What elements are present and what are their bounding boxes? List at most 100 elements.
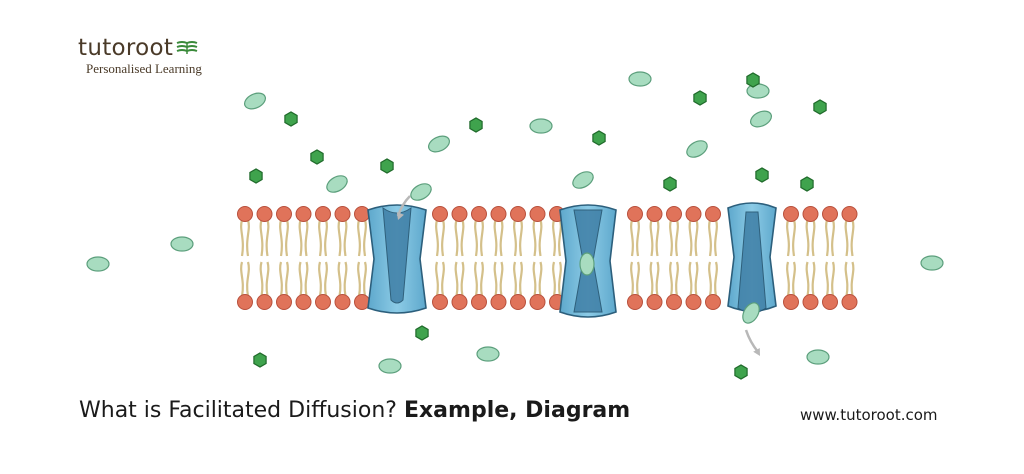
phospholipid-tail <box>474 261 478 297</box>
phospholipid-head <box>705 206 721 222</box>
phospholipid-head <box>685 206 702 222</box>
phospholipid-tail <box>844 219 849 257</box>
phospholipid-tail <box>285 261 289 297</box>
phospholipid-tail <box>324 219 328 257</box>
oval-molecule <box>920 255 944 271</box>
hexagon-molecule <box>693 90 707 106</box>
hexagon-molecule <box>415 325 429 341</box>
phospholipid-tail <box>636 219 640 257</box>
phospholipid-tail <box>454 261 459 297</box>
oval-molecule <box>628 71 652 87</box>
oval-molecule <box>170 236 194 252</box>
phospholipid-tail <box>786 219 790 257</box>
phospholipid-head <box>432 294 448 310</box>
hexagon-molecule <box>284 111 298 127</box>
phospholipid-tail <box>318 219 322 257</box>
diffusing-molecules <box>86 71 944 380</box>
phospholipid-head <box>646 294 663 310</box>
phospholipid-head <box>237 294 253 310</box>
phospholipid-tail <box>343 219 348 257</box>
phospholipid-head <box>451 294 468 310</box>
phospholipid-tail <box>298 261 303 297</box>
page-title: What is Facilitated Diffusion? Example, … <box>79 398 630 423</box>
phospholipid-head <box>841 294 858 310</box>
phospholipid-head <box>276 294 292 310</box>
phospholipid-head <box>822 294 838 310</box>
phospholipid-tail <box>493 261 498 297</box>
oval-molecule <box>579 252 595 276</box>
phospholipid-tail <box>337 219 342 257</box>
website-url[interactable]: www.tutoroot.com <box>800 406 938 424</box>
logo-brand-text: tutoroot <box>78 35 174 61</box>
phospholipid-tail <box>519 219 523 257</box>
phospholipid-tail <box>513 261 517 297</box>
phospholipid-tail <box>811 261 816 297</box>
phospholipid-tail <box>552 219 556 257</box>
phospholipid-tail <box>688 219 693 257</box>
phospholipid-head <box>451 206 468 222</box>
phospholipid-tail <box>363 219 367 257</box>
phospholipid <box>354 206 370 310</box>
phospholipid-tail <box>538 219 543 257</box>
phospholipid-tail <box>240 261 244 297</box>
phospholipid-tail <box>259 219 264 257</box>
phospholipid-tail <box>786 261 790 297</box>
phospholipid-tail <box>279 261 283 297</box>
oval-molecule <box>378 358 402 374</box>
phospholipid-tail <box>265 219 270 257</box>
phospholipid-head <box>256 206 273 222</box>
phospholipid-head <box>490 206 507 222</box>
phospholipid-head <box>510 206 526 222</box>
phospholipid-tail <box>805 219 810 257</box>
phospholipid-head <box>354 294 370 310</box>
phospholipid-tail <box>279 219 283 257</box>
hexagon-molecule <box>249 168 263 184</box>
channel-protein <box>367 204 427 314</box>
phospholipid-tail <box>499 261 504 297</box>
tutoroot-logo[interactable]: tutoroot Personalised Learning <box>78 36 202 77</box>
phospholipid-head <box>315 294 331 310</box>
phospholipid-tail <box>435 261 439 297</box>
phospholipid-tail <box>493 219 498 257</box>
phospholipid-head <box>627 206 643 222</box>
phospholipid-head <box>295 206 312 222</box>
phospholipid-tail <box>825 219 829 257</box>
hexagon-molecule <box>380 158 394 174</box>
book-icon <box>176 41 198 54</box>
phospholipid-head <box>237 206 253 222</box>
phospholipid <box>237 206 253 310</box>
phospholipid-tail <box>474 219 478 257</box>
phospholipid <box>295 206 312 310</box>
title-bold: Example, Diagram <box>403 398 631 423</box>
phospholipid-tail <box>669 219 673 257</box>
phospholipid <box>315 206 331 310</box>
phospholipid-head <box>256 294 273 310</box>
oval-molecule <box>806 349 830 365</box>
phospholipid-tail <box>655 261 660 297</box>
phospholipid-tail <box>708 219 712 257</box>
phospholipid-tail <box>454 219 459 257</box>
oval-molecule <box>742 302 760 324</box>
phospholipid-tail <box>480 219 484 257</box>
phospholipid <box>529 206 546 310</box>
oval-molecule <box>476 346 500 362</box>
phospholipid-head <box>646 206 663 222</box>
phospholipid-tail <box>324 261 328 297</box>
phospholipid-tail <box>532 219 537 257</box>
phospholipid-tail <box>792 261 796 297</box>
oval-molecule <box>428 135 450 153</box>
oval-molecule <box>326 175 348 193</box>
phospholipid-tail <box>357 261 361 297</box>
phospholipid <box>666 206 682 310</box>
phospholipid-head <box>471 294 487 310</box>
phospholipid-tail <box>460 219 465 257</box>
phospholipid-tail <box>694 261 699 297</box>
phospholipid-tail <box>532 261 537 297</box>
phospholipid-tail <box>792 219 796 257</box>
hexagon-molecule <box>663 176 677 192</box>
phospholipid-tail <box>265 261 270 297</box>
phospholipid-head <box>783 206 799 222</box>
hexagon-molecule <box>755 167 769 183</box>
phospholipid-head <box>432 206 448 222</box>
oval-molecule <box>529 118 553 134</box>
